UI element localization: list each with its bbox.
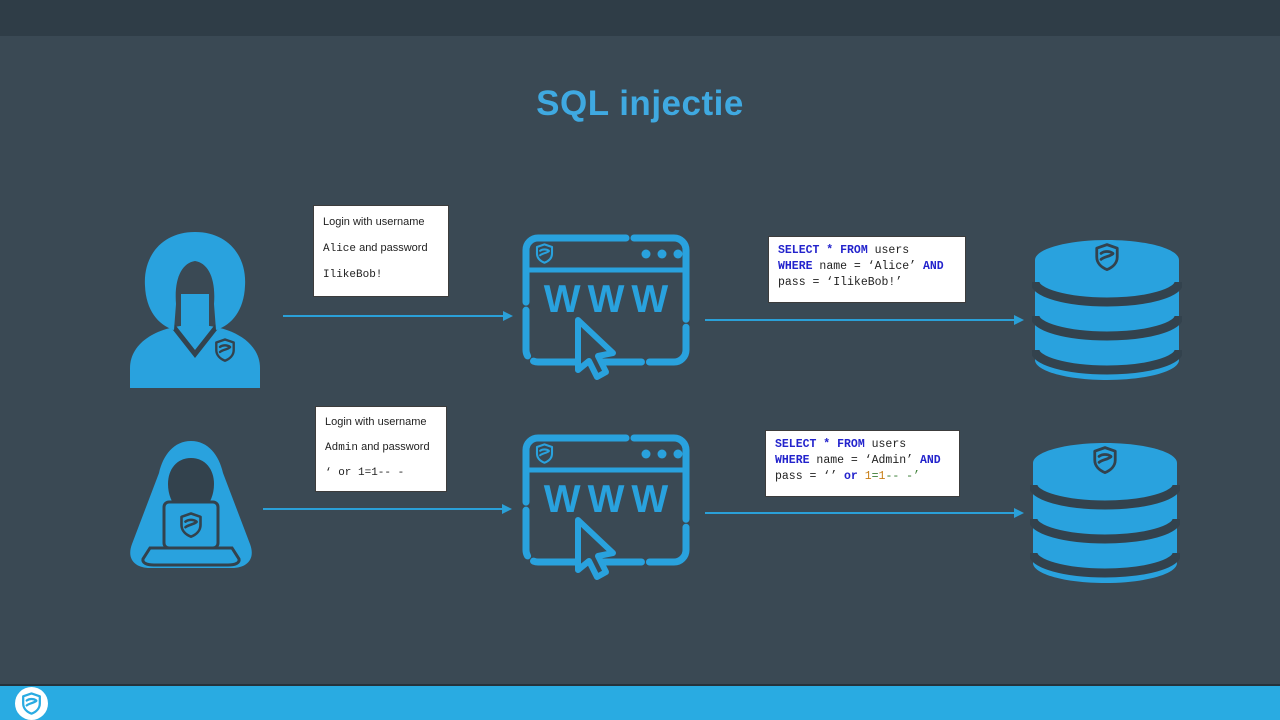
footer-bar [0,684,1280,720]
note-line: Login with username [325,416,427,428]
sql-line: SELECT * FROM users [775,438,907,451]
note-line: Alice and password [323,242,428,255]
page-title: SQL injectie [536,84,744,123]
flow-arrow-hacker-to-browser [263,504,512,514]
sql-query-injected: SELECT * FROM users WHERE name = ‘Admin’… [765,430,960,497]
top-bar [0,0,1280,36]
hacker-login-note: Login with username Admin and password ‘… [315,406,447,492]
sql-query-user: SELECT * FROM users WHERE name = ‘Alice’… [768,236,966,303]
database-icon [1032,238,1182,382]
note-line: ‘ or 1=1-- - [325,467,405,479]
shield-logo-icon [22,692,41,715]
brand-logo [15,687,48,720]
browser-www-label: WWW [543,478,676,521]
note-line: Login with username [323,216,425,228]
sql-line: pass = ‘’ or 1=1-- -’ [775,470,920,483]
web-browser-icon: WWW [522,434,690,586]
sql-line: SELECT * FROM users [778,244,910,257]
note-line: IlikeBob! [323,269,383,281]
browser-www-label: WWW [543,278,676,321]
user-login-note: Login with username Alice and password I… [313,205,449,297]
hooded-hacker-icon [118,438,264,576]
woman-user-icon [118,228,272,388]
database-icon [1030,441,1180,585]
sql-line: WHERE name = ‘Admin’ AND [775,454,941,467]
flow-arrow-browser-to-database [705,508,1024,518]
flow-arrow-user-to-browser [283,311,513,321]
web-browser-icon: WWW [522,234,690,386]
flow-arrow-browser-to-database [705,315,1024,325]
note-line: Admin and password [325,441,430,454]
sql-line: pass = ‘IlikeBob!’ [778,276,903,289]
sql-line: WHERE name = ‘Alice’ AND [778,260,944,273]
